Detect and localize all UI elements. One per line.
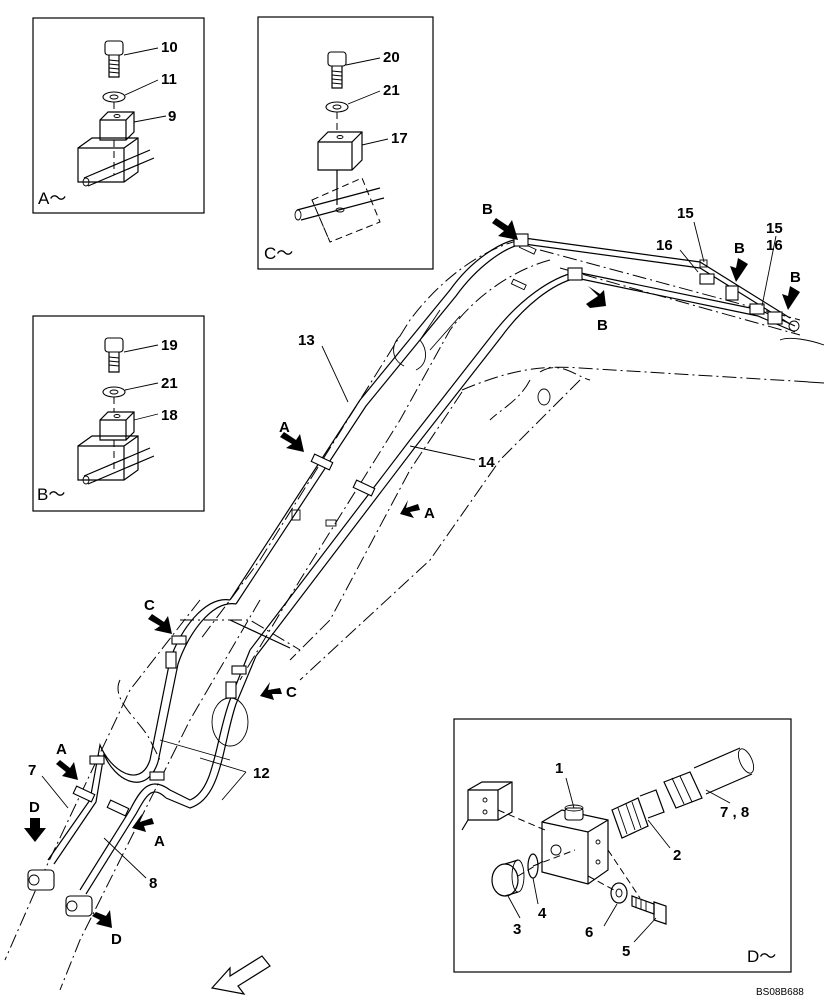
part-number-15-a: 15 [677,205,694,222]
arrow-label-c-1: C [144,597,155,614]
arrow-b-3 [730,258,748,282]
clamp-part-9 [99,111,135,141]
arrow-label-d-1: D [29,799,40,816]
clamp-part-18 [99,411,135,441]
part-number-18: 18 [161,407,178,424]
part-number-14: 14 [478,454,495,471]
part-number-16-b: 16 [766,237,783,254]
arrow-b-2 [586,286,606,308]
arrow-a-3 [56,760,78,780]
arrow-label-a-2: A [424,505,435,522]
fitting-part-2 [611,789,665,839]
part-number-21-c: 21 [383,82,400,99]
part-number-7: 7 [28,762,36,779]
part-number-12: 12 [253,765,270,782]
view-label-c: C～ [264,244,293,263]
arrow-c-1 [148,614,172,634]
bolt-part-5 [631,895,667,925]
bolt-part-10 [104,40,124,78]
part-number-1: 1 [555,760,563,777]
arrow-d-1 [24,818,46,842]
part-number-4: 4 [538,905,547,922]
arrow-d-2 [92,910,112,928]
part-number-13: 13 [298,332,315,349]
view-label-d: D～ [747,947,776,966]
inset-view-b: 19 21 18 B～ [32,315,205,512]
part-number-17: 17 [391,130,408,147]
washer-part-6 [610,882,628,904]
main-labels: B B B B A A A A C C D D 13 14 15 16 15 1… [28,201,801,948]
boom-arm-outline [4,239,824,991]
pipe-13 [47,237,791,865]
arrow-c-2 [260,682,282,700]
part-number-21-b: 21 [161,375,178,392]
pipe-clamps [27,233,800,917]
arrow-a-1 [280,432,304,452]
part-number-11: 11 [161,71,177,88]
washer-part-21 [102,386,126,398]
arrow-label-b-3: B [734,240,745,257]
arrow-b-1 [492,218,518,240]
bolt-part-20 [327,51,347,89]
arrow-label-b-4: B [790,269,801,286]
arrow-label-b-2: B [597,317,608,334]
view-label-b: B～ [37,485,65,504]
arrow-label-c-2: C [286,684,297,701]
view-label-a: A～ [38,189,66,208]
pipe-14 [79,271,796,895]
part-number-16-a: 16 [656,237,673,254]
arrow-label-a-4: A [154,833,165,850]
arrow-a-2 [400,500,420,518]
inset-view-c: 20 21 17 C～ [257,16,434,270]
plug-part-3 [491,859,525,897]
part-number-15-b: 15 [766,220,783,237]
part-number-10: 10 [161,39,178,56]
hose-part-7-8 [663,747,755,809]
part-number-7-8: 7 , 8 [720,804,749,821]
part-number-20: 20 [383,49,400,66]
arrow-label-a-3: A [56,741,67,758]
part-number-9: 9 [168,108,176,125]
arrow-label-a-1: A [279,419,290,436]
front-direction-arrow [210,955,271,995]
washer-part-11 [102,91,126,103]
clamp-part-17 [317,131,363,171]
part-number-6: 6 [585,924,593,941]
part-number-2: 2 [673,847,681,864]
part-number-5: 5 [622,943,630,960]
part-number-8: 8 [149,875,157,892]
document-code: BS08B688 [756,987,804,998]
arrow-label-d-2: D [111,931,122,948]
inset-view-d: 1 2 7 , 8 3 4 6 5 D～ [453,718,792,973]
view-arrows [24,218,800,928]
inset-view-a: 10 11 9 A～ [32,17,205,214]
part-number-19: 19 [161,337,178,354]
arrow-a-4 [132,814,154,832]
bolt-part-19 [104,337,124,373]
arrow-label-b-1: B [482,201,493,218]
washer-part-21 [325,101,349,113]
part-number-3: 3 [513,921,521,938]
valve-block-part-1 [541,804,609,885]
arrow-b-4 [782,286,800,310]
